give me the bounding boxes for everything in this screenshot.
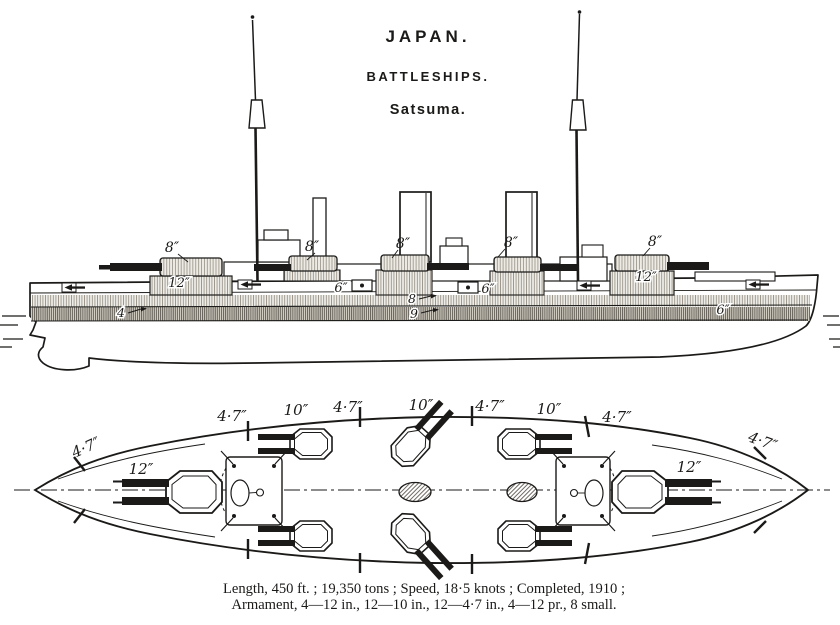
casemate-port-2	[457, 281, 479, 294]
aft-funnel-plan	[506, 481, 538, 503]
label-4-7in-5: 4·7″	[601, 408, 632, 426]
fore-funnel-plan	[398, 481, 432, 503]
label-8in-4: 8″	[504, 235, 519, 251]
upper-plating-band	[32, 295, 810, 307]
side-elevation-view: 8″ 8″ 8″ 8″ 8″ 12″ 12″ 6″ 6″ 6″ 4 8 9	[0, 10, 840, 371]
label-6in-1: 6″	[334, 281, 347, 296]
main-mast	[569, 10, 587, 282]
turret-8in-profile-4	[489, 256, 579, 296]
label-belt-6in-stern: 6″	[716, 303, 729, 318]
label-8in-1: 8″	[165, 240, 180, 256]
fore-funnel	[399, 191, 432, 263]
turret-12in-aft-profile	[609, 254, 709, 296]
midship-house-cap	[445, 237, 463, 247]
label-12in-aft-profile: 12″	[635, 270, 657, 285]
belt-edge-lines	[30, 304, 811, 322]
label-8in-5: 8″	[648, 234, 663, 250]
aft-funnel	[505, 191, 538, 263]
label-4-7in-2: 4·7″	[216, 407, 247, 425]
label-10in-1: 10″	[284, 401, 309, 419]
plan-inner-deck-lines	[57, 443, 783, 538]
label-12in-aft-plan: 12″	[677, 458, 702, 476]
turret-8in-profile-2	[254, 255, 341, 282]
belt-arrowhead-main	[433, 308, 439, 313]
belt-arrowhead-bow	[141, 307, 147, 312]
label-4-7in-stern: 4·7″	[745, 427, 780, 454]
label-4-7in-3: 4·7″	[332, 398, 363, 416]
waterline-left	[0, 315, 26, 348]
label-8in-3: 8″	[396, 236, 411, 252]
label-10in-2: 10″	[409, 396, 434, 414]
caption-line-2: Armament, 4—12 in., 12—10 in., 12—4·7 in…	[231, 596, 617, 613]
plan-view: 4·7″ 4·7″ 4·7″ 4·7″ 4·7″ 4·7″ 10″ 10″ 10…	[14, 395, 830, 585]
fore-superstructure-plan	[219, 450, 288, 532]
fore-bridge-cap	[263, 229, 289, 241]
belt-arrowhead-upper	[431, 294, 437, 299]
label-belt-4: 4	[116, 305, 125, 320]
caption-line-1: Length, 450 ft. ; 19,350 tons ; Speed, 1…	[222, 581, 626, 597]
label-10in-3: 10″	[537, 400, 562, 418]
armor-belt-band	[31, 307, 810, 321]
label-6in-2: 6″	[481, 282, 494, 297]
category-title: BATTLESHIPS.	[366, 69, 490, 84]
waterline-right	[823, 315, 840, 348]
specification-caption: Length, 450 ft. ; 19,350 tons ; Speed, 1…	[222, 581, 626, 613]
casemate-port-1	[351, 279, 373, 292]
turret-8in-profile-3	[375, 254, 469, 296]
label-4-7in-4: 4·7″	[474, 397, 505, 415]
country-title: JAPAN.	[385, 27, 471, 46]
stern-deckhouse	[694, 271, 776, 282]
ship-name-title: Satsuma.	[389, 102, 467, 118]
aft-bridge-cap	[581, 244, 604, 258]
label-8in-2: 8″	[305, 239, 320, 255]
belt-arrows	[127, 295, 434, 314]
label-belt-8: 8	[408, 291, 416, 306]
midship-house	[439, 245, 469, 265]
label-belt-9: 9	[410, 306, 418, 321]
gun-ticks-4-7in	[73, 406, 767, 574]
label-leaders-8in	[177, 247, 651, 263]
aft-superstructure-plan	[550, 450, 617, 532]
label-12in-fore-profile: 12″	[168, 276, 190, 291]
label-12in-fore-plan: 12″	[129, 460, 154, 478]
fore-mast	[248, 15, 266, 282]
turret-12in-fore-profile	[99, 257, 233, 296]
